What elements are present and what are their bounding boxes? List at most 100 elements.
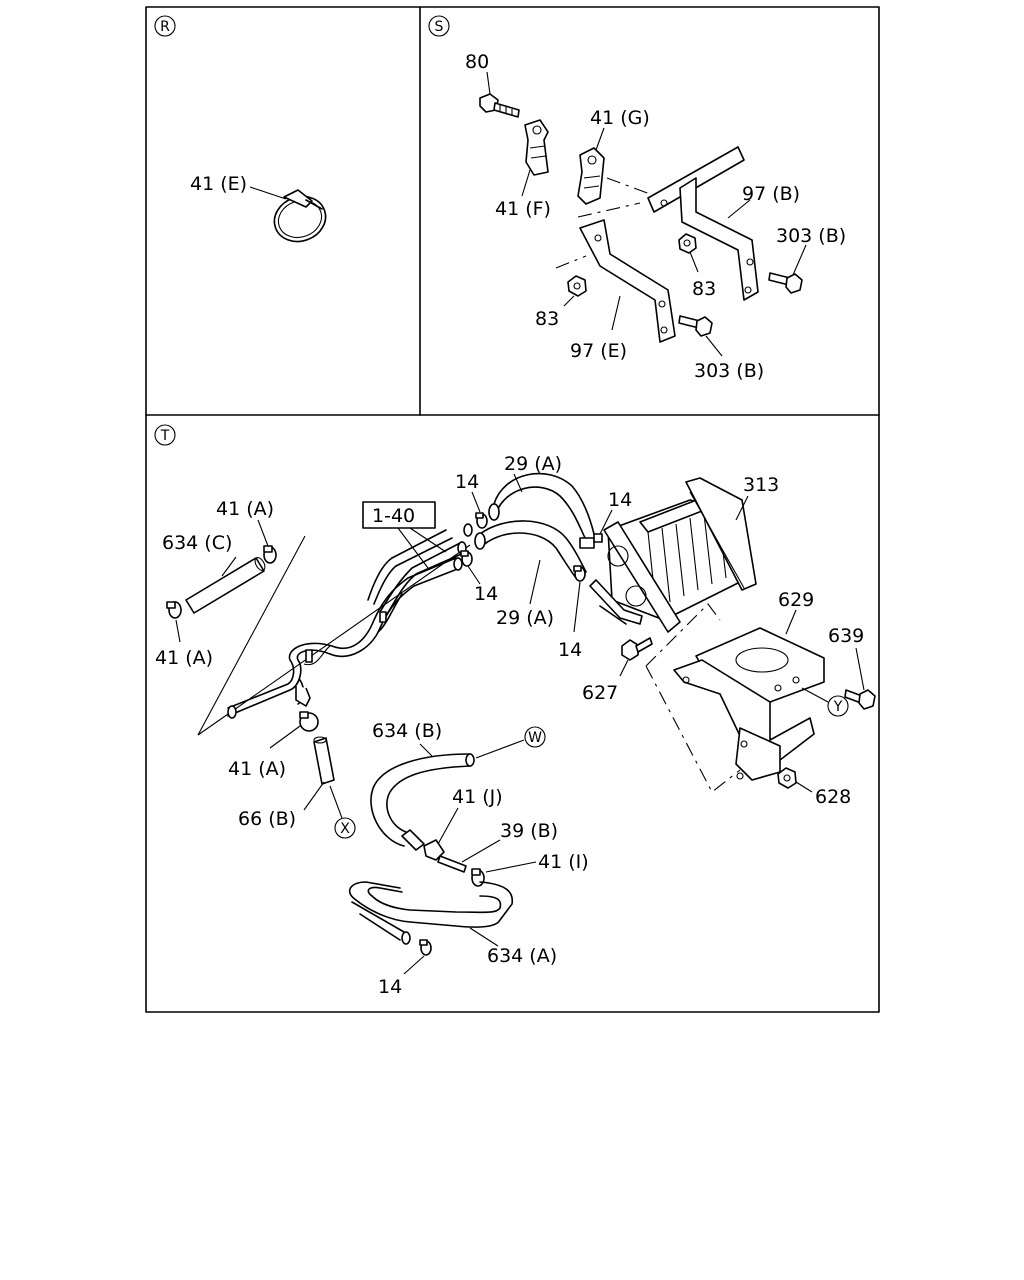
guide-41g [606, 177, 651, 195]
hose-634c [185, 557, 266, 614]
label-634c: 634 (C) [162, 532, 232, 554]
label-83-left: 83 [535, 308, 559, 330]
leader-14-e [403, 955, 425, 975]
leader-83-left [563, 295, 575, 307]
leader-627 [619, 659, 629, 677]
leader-41g [595, 127, 605, 151]
hose-clamp-41e [273, 189, 327, 243]
bracket-629 [673, 627, 825, 781]
leader-41f [521, 169, 531, 197]
label-83-right: 83 [692, 278, 716, 300]
heater-core-313 [589, 477, 757, 633]
leader-303b-bottom [705, 335, 723, 357]
clamp-14-b [579, 533, 603, 549]
leader-41e [249, 186, 287, 200]
label-628: 628 [815, 786, 851, 808]
leader-634b [419, 743, 433, 757]
pipe-1-40 [227, 523, 473, 719]
svg-text:X: X [340, 821, 350, 837]
label-634a: 634 (A) [487, 945, 557, 967]
leader-y [801, 687, 829, 703]
leader-41j [437, 807, 459, 845]
label-41j: 41 (J) [452, 786, 503, 808]
clamp-14-d [573, 565, 586, 582]
bolt-627 [621, 637, 653, 661]
leader-14-c [467, 565, 481, 585]
leader-w [475, 739, 525, 759]
leader-39b [461, 839, 501, 863]
hose-634a [348, 881, 514, 945]
label-41e: 41 (E) [190, 173, 247, 195]
leader-303b-top [792, 244, 807, 276]
leader-41a-top [257, 519, 269, 547]
hose-29a-top [488, 472, 595, 541]
label-41f: 41 (F) [495, 198, 551, 220]
leader-639 [855, 647, 865, 691]
svg-text:T: T [160, 428, 170, 444]
label-1-40: 1-40 [372, 505, 415, 527]
nut-83-right [678, 233, 697, 254]
leader-313 [735, 495, 749, 521]
label-303b-bottom: 303 (B) [694, 360, 764, 382]
label-1-40-box [362, 501, 436, 529]
svg-text:S: S [435, 19, 444, 35]
leader-97b [727, 199, 751, 219]
tube-66b [313, 736, 335, 785]
bolt-303b-top [768, 272, 803, 294]
label-14-b: 14 [608, 489, 632, 511]
leader-634a [469, 927, 499, 947]
label-97e: 97 (E) [570, 340, 627, 362]
panel-marker-s: S [428, 15, 450, 37]
svg-text:W: W [528, 730, 542, 746]
bracket-97b [647, 146, 759, 301]
guide-97e [577, 202, 641, 218]
clip-41f [524, 119, 549, 176]
panel-marker-t: T [154, 424, 176, 446]
label-14-c: 14 [474, 583, 498, 605]
label-41g: 41 (G) [590, 107, 650, 129]
clamp-14-e [419, 939, 432, 956]
label-41a-bottom: 41 (A) [228, 758, 286, 780]
leader-14-b [599, 509, 613, 535]
label-97b: 97 (B) [742, 183, 800, 205]
clamp-14-a [475, 512, 488, 529]
clamp-41i [471, 868, 485, 887]
leader-66b [303, 781, 325, 811]
bracket-97e [579, 219, 676, 343]
bolt-639 [844, 689, 876, 710]
label-80: 80 [465, 51, 489, 73]
label-39b: 39 (B) [500, 820, 558, 842]
label-634b: 634 (B) [372, 720, 442, 742]
leader-1-40-a [397, 527, 429, 569]
joint-39b [437, 855, 467, 873]
hose-634b [370, 753, 475, 851]
label-41a-top: 41 (A) [216, 498, 274, 520]
label-14-d: 14 [558, 639, 582, 661]
connector-y: Y [827, 695, 849, 717]
label-629: 629 [778, 589, 814, 611]
leader-80 [486, 71, 491, 95]
bolt-80 [479, 93, 520, 118]
label-66b: 66 (B) [238, 808, 296, 830]
label-41a-left: 41 (A) [155, 647, 213, 669]
label-627: 627 [582, 682, 618, 704]
label-639: 639 [828, 625, 864, 647]
panel-marker-r: R [154, 15, 176, 37]
label-29a-mid: 29 (A) [496, 607, 554, 629]
connector-w: W [524, 726, 546, 748]
label-29a-top: 29 (A) [504, 453, 562, 475]
pipe-assembly-frame [197, 535, 471, 736]
nut-83-left [567, 275, 587, 297]
clamp-14-c [460, 550, 473, 567]
leader-1-40-b [409, 527, 447, 553]
leader-14-d [573, 581, 581, 633]
hose-29a-mid [474, 520, 587, 579]
bolt-303b-bottom [678, 315, 713, 337]
guide-83-left [555, 255, 587, 269]
clamp-41a-bottom [299, 711, 319, 732]
mount-guide [645, 603, 741, 793]
label-41i: 41 (I) [538, 851, 589, 873]
svg-text:R: R [160, 19, 170, 35]
svg-text:Y: Y [833, 699, 843, 715]
